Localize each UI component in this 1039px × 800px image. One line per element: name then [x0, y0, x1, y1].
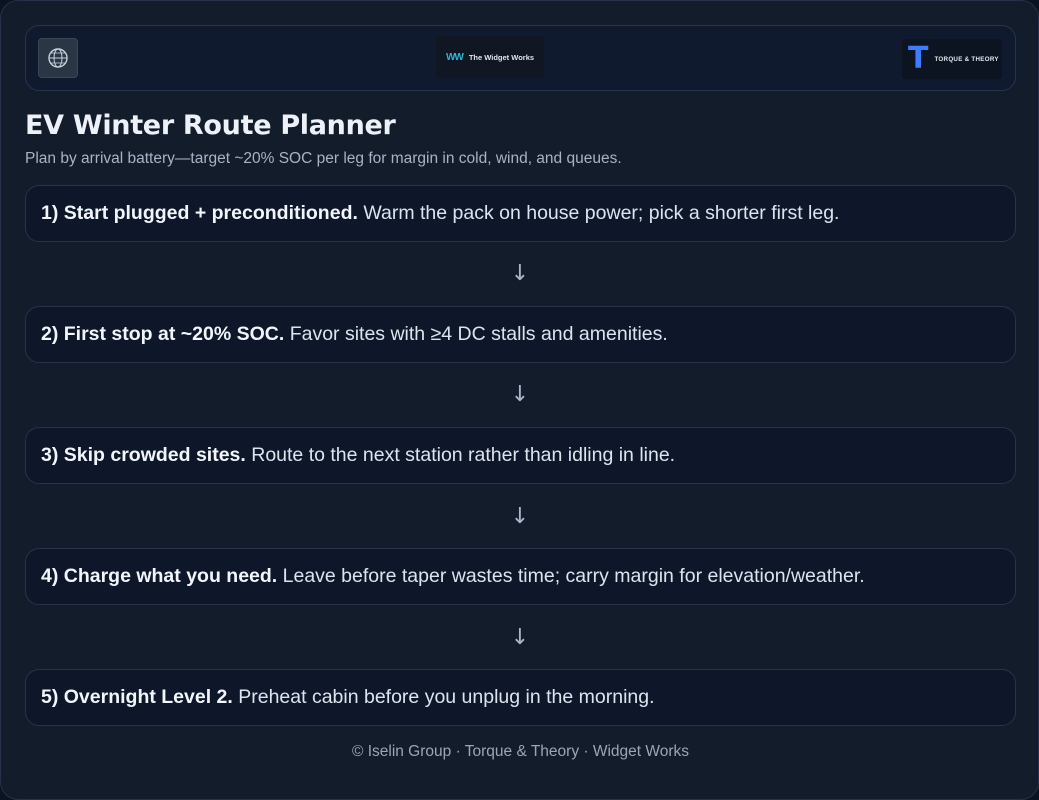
page-title: EV Winter Route Planner: [25, 110, 396, 141]
step-text: Route to the next station rather than id…: [245, 444, 676, 466]
down-arrow-icon: ↓: [510, 261, 530, 286]
torque-theory-name: TORQUE & THEORY: [934, 55, 999, 63]
step-text: Warm the pack on house power; pick a sho…: [357, 202, 840, 224]
step-card-2: 2) First stop at ~20% SOC. Favor sites w…: [25, 306, 1016, 363]
page-subtitle: Plan by arrival battery—target ~20% SOC …: [25, 150, 622, 167]
step-card-5: 5) Overnight Level 2. Preheat cabin befo…: [25, 669, 1016, 726]
step-card-3: 3) Skip crowded sites. Route to the next…: [25, 427, 1016, 484]
step-lead: 5) Overnight Level 2.: [41, 686, 233, 708]
footer-credits: © Iselin Group · Torque & Theory · Widge…: [351, 743, 690, 760]
widget-works-logo: WW The Widget Works: [436, 36, 544, 78]
step-text: Preheat cabin before you unplug in the m…: [232, 686, 655, 708]
step-lead: 4) Charge what you need.: [41, 565, 278, 587]
step-text: Favor sites with ≥4 DC stalls and amenit…: [284, 323, 668, 345]
down-arrow-icon: ↓: [510, 504, 530, 529]
widget-works-name: The Widget Works: [468, 52, 535, 62]
widget-works-mark: WW: [445, 51, 464, 63]
step-text: Leave before taper wastes time; carry ma…: [277, 565, 865, 587]
torque-theory-logo: T TORQUE & THEORY: [902, 39, 1002, 79]
globe-network-icon: [48, 48, 68, 68]
step-lead: 1) Start plugged + preconditioned.: [41, 202, 358, 224]
step-lead: 2) First stop at ~20% SOC.: [41, 323, 285, 345]
torque-theory-mark: T: [908, 41, 929, 76]
iselin-logo: [38, 38, 78, 78]
step-lead: 3) Skip crowded sites.: [41, 444, 246, 466]
step-card-1: 1) Start plugged + preconditioned. Warm …: [25, 185, 1016, 242]
header-bar: WW The Widget Works T TORQUE & THEORY: [25, 25, 1016, 91]
down-arrow-icon: ↓: [510, 382, 530, 407]
step-card-4: 4) Charge what you need. Leave before ta…: [25, 548, 1016, 605]
down-arrow-icon: ↓: [510, 625, 530, 650]
